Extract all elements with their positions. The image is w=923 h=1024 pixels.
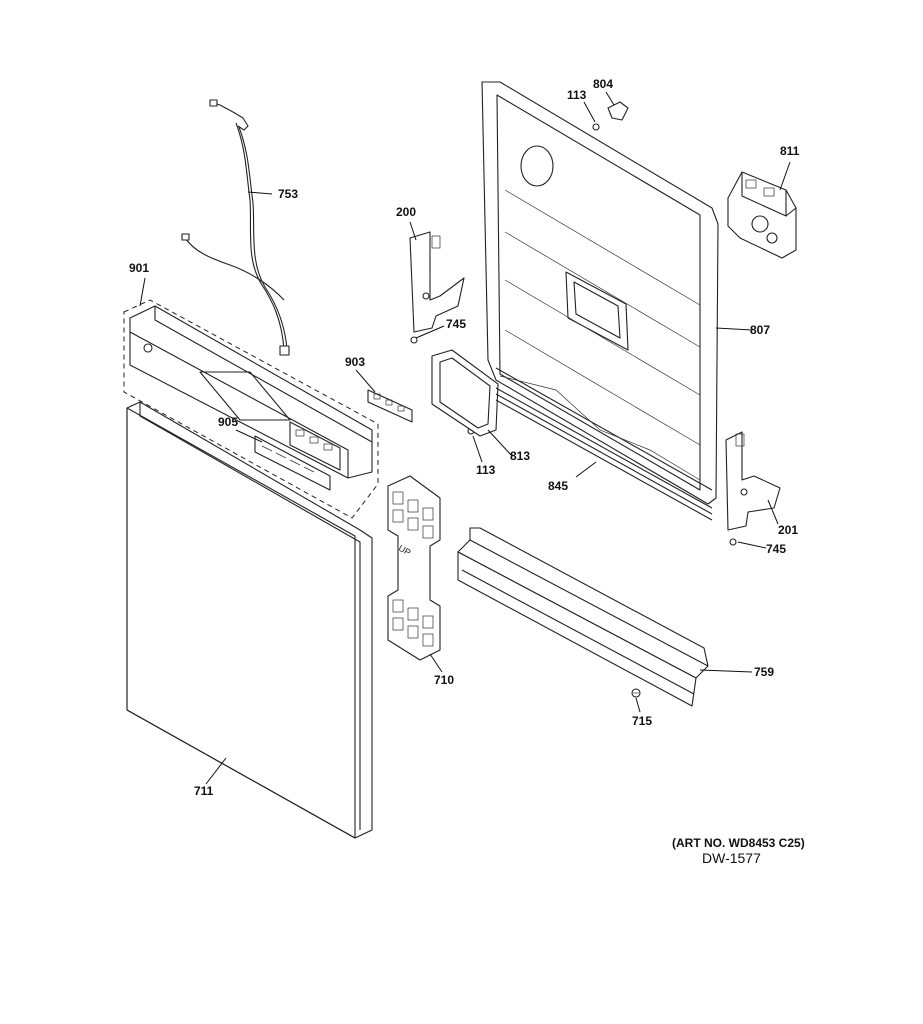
overlay-905[interactable] <box>254 435 331 491</box>
callout-813: 813 <box>510 449 530 463</box>
callout-753: 753 <box>278 187 298 201</box>
control-panel-901[interactable] <box>123 299 379 519</box>
callout-715: 715 <box>632 714 652 728</box>
diagram-number: DW-1577 <box>702 850 761 866</box>
callout-710: 710 <box>434 673 454 687</box>
callout-200: 200 <box>396 205 416 219</box>
callout-759: 759 <box>754 665 774 679</box>
screw-745-left[interactable] <box>410 336 418 344</box>
outer-door-panel-711[interactable] <box>126 401 373 839</box>
callout-905: 905 <box>218 415 238 429</box>
inner-door-liner-807[interactable] <box>481 81 719 505</box>
latch-804[interactable] <box>607 101 629 121</box>
hinge-right-201[interactable] <box>725 431 781 531</box>
callout-845: 845 <box>548 479 568 493</box>
gasket-strip-845[interactable] <box>495 387 713 521</box>
control-board-903[interactable] <box>367 389 413 423</box>
hinge-left-200[interactable] <box>409 231 465 333</box>
callout-201: 201 <box>778 523 798 537</box>
gasket-813[interactable] <box>431 349 499 437</box>
wire-harness-753[interactable] <box>181 99 290 356</box>
callouts: 113 804 811 753 200 901 745 807 903 905 … <box>129 77 800 798</box>
callout-901: 901 <box>129 261 149 275</box>
callout-745-right: 745 <box>766 542 786 556</box>
callout-811: 811 <box>780 144 800 158</box>
callout-113-bottom: 113 <box>476 463 496 477</box>
screw-715[interactable] <box>631 688 641 698</box>
screw-113-top[interactable] <box>592 123 600 131</box>
leader-lines <box>139 91 791 785</box>
callout-804: 804 <box>593 77 613 91</box>
bottom-trim-759[interactable] <box>457 527 709 707</box>
callout-745-left: 745 <box>446 317 466 331</box>
insulation-block-710[interactable]: UP <box>387 475 441 661</box>
callout-903: 903 <box>345 355 365 369</box>
art-number: (ART NO. WD8453 C25) <box>672 836 805 850</box>
callout-711: 711 <box>194 784 214 798</box>
dispenser-811[interactable] <box>727 171 797 259</box>
screw-745-right[interactable] <box>729 538 737 546</box>
callout-807: 807 <box>750 323 770 337</box>
callout-113-top: 113 <box>567 88 587 102</box>
